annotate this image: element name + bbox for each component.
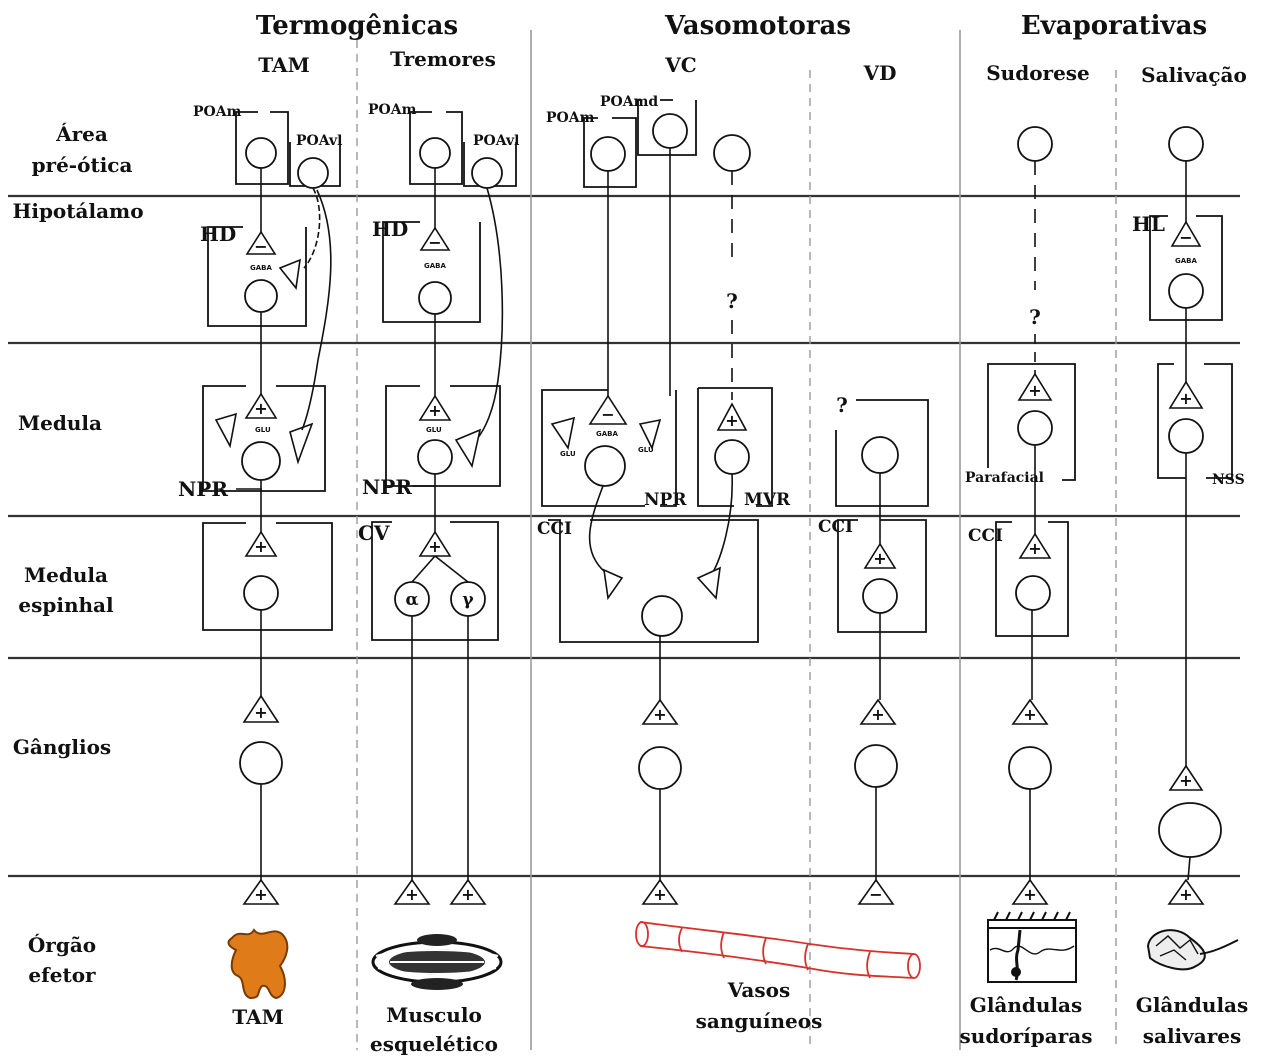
- svg-text:+: +: [428, 537, 441, 556]
- effector-sudoriparas-1: Glândulas: [970, 993, 1083, 1017]
- salivary-gland-icon: [1146, 929, 1239, 971]
- effector-salivares-2: salivares: [1143, 1024, 1242, 1048]
- label-cci-sudorese: CCI: [968, 526, 1003, 546]
- label-cv: CV: [358, 521, 390, 545]
- label-parafacial: Parafacial: [965, 470, 1044, 486]
- row-label-medula: Medula: [18, 411, 102, 435]
- svg-text:−: −: [428, 233, 441, 252]
- subheader-salivacao: Salivação: [1141, 63, 1247, 87]
- gaba-label-salivacao: GABA: [1175, 257, 1197, 265]
- label-hd-tremores: HD: [372, 217, 408, 241]
- subheader-tremores: Tremores: [390, 47, 496, 71]
- row-label-medula-espinhal-1: Medula: [24, 563, 108, 587]
- label-hd-tam: HD: [200, 222, 236, 246]
- level-lines: [8, 194, 1240, 878]
- svg-text:+: +: [1028, 381, 1041, 400]
- alpha-motoneuron: α: [405, 590, 418, 610]
- sweat-gland-icon: [987, 911, 1077, 983]
- column-vd: ? CCI + + −: [818, 393, 929, 905]
- svg-text:+: +: [405, 885, 418, 904]
- svg-text:+: +: [254, 399, 267, 418]
- glu-label-tremores: GLU: [426, 426, 442, 434]
- gaba-label-tam: GABA: [250, 264, 272, 272]
- subheader-sudorese: Sudorese: [986, 61, 1090, 85]
- gaba-label-vc: GABA: [596, 430, 618, 438]
- svg-text:+: +: [871, 705, 884, 724]
- label-poam-vc: POAm: [546, 110, 595, 126]
- svg-text:−: −: [869, 885, 882, 904]
- row-label-medula-espinhal-2: espinhal: [18, 593, 114, 617]
- row-label-hipotalamo: Hipotálamo: [12, 199, 143, 223]
- header-termogenicas: Termogênicas: [256, 11, 458, 41]
- glu-label-vc-1: GLU: [560, 450, 576, 458]
- row-label-area-2: pré-ótica: [32, 153, 133, 177]
- row-label-orgao-2: efetor: [28, 963, 96, 987]
- column-tam: POAm POAvl HD − GABA + GLU NPR + +: [178, 104, 342, 1029]
- svg-text:+: +: [725, 411, 738, 430]
- svg-text:+: +: [254, 703, 267, 722]
- label-cci-vd: CCI: [818, 517, 853, 537]
- svg-text:+: +: [873, 549, 886, 568]
- header-vasomotoras: Vasomotoras: [664, 11, 851, 41]
- subheader-vc: VC: [664, 53, 696, 77]
- svg-text:+: +: [1023, 705, 1036, 724]
- glu-label-vc-2: GLU: [638, 446, 654, 454]
- label-npr-tam: NPR: [178, 477, 228, 501]
- svg-text:+: +: [653, 705, 666, 724]
- label-cci-vc: CCI: [537, 519, 572, 539]
- label-poam-tam: POAm: [193, 104, 242, 120]
- label-poavl-tremores: POAvl: [473, 133, 519, 149]
- label-npr-vc: NPR: [644, 490, 687, 510]
- label-npr-tremores: NPR: [362, 475, 412, 499]
- question-vc: ?: [726, 289, 738, 313]
- label-poam-tremores: POAm: [368, 102, 417, 118]
- subheader-vd: VD: [863, 61, 897, 85]
- svg-text:+: +: [653, 885, 666, 904]
- svg-text:+: +: [254, 537, 267, 556]
- effector-salivares-1: Glândulas: [1136, 993, 1249, 1017]
- svg-text:−: −: [254, 237, 267, 256]
- svg-text:−: −: [601, 405, 614, 424]
- effector-vasos-1: Vasos: [727, 978, 791, 1002]
- svg-text:+: +: [1023, 885, 1036, 904]
- effector-musculo-1: Musculo: [386, 1003, 482, 1027]
- label-poavl-tam: POAvl: [296, 133, 342, 149]
- svg-text:+: +: [1179, 389, 1192, 408]
- tam-tissue-icon: [227, 928, 289, 1000]
- svg-text:+: +: [1028, 539, 1041, 558]
- glu-label-tam: GLU: [255, 426, 271, 434]
- label-nss: NSS: [1212, 472, 1245, 488]
- effector-tam: TAM: [232, 1005, 283, 1029]
- row-label-orgao-1: Órgão: [28, 932, 96, 957]
- svg-text:+: +: [254, 885, 267, 904]
- header-evaporativas: Evaporativas: [1021, 11, 1207, 41]
- question-vd: ?: [836, 393, 848, 417]
- svg-text:+: +: [461, 885, 474, 904]
- svg-text:+: +: [428, 401, 441, 420]
- blood-vessel-icon: [635, 921, 921, 979]
- gaba-label-tremores: GABA: [424, 262, 446, 270]
- subheader-tam: TAM: [258, 53, 309, 77]
- gamma-motoneuron: γ: [462, 590, 474, 610]
- svg-text:+: +: [1179, 771, 1192, 790]
- label-mvr: MVR: [744, 490, 791, 510]
- row-label-ganglios: Gânglios: [13, 735, 111, 759]
- column-vc: POAm POAmd − GABA GLU GLU NPR ? + MVR CC…: [537, 94, 921, 1033]
- column-tremores: POAm POAvl HD − GABA + GLU NPR CV + α γ: [358, 102, 519, 1056]
- effector-sudoriparas-2: sudoríparas: [960, 1024, 1093, 1048]
- skeletal-muscle-icon: [371, 934, 503, 990]
- question-sudorese: ?: [1029, 305, 1041, 329]
- svg-text:+: +: [1179, 885, 1192, 904]
- effector-vasos-2: sanguíneos: [696, 1009, 823, 1033]
- row-label-area-1: Área: [55, 122, 108, 146]
- svg-text:−: −: [1179, 228, 1192, 247]
- column-separators: [356, 30, 1117, 1050]
- label-hl: HL: [1132, 212, 1165, 236]
- label-poamd: POAmd: [600, 94, 658, 110]
- effector-musculo-2: esquelético: [370, 1032, 498, 1056]
- column-sudorese: ? + Parafacial CCI + + + Glândulas sudor…: [960, 126, 1093, 1048]
- column-salivacao: HL − GABA + NSS + + Glândulas salivares: [1132, 126, 1249, 1048]
